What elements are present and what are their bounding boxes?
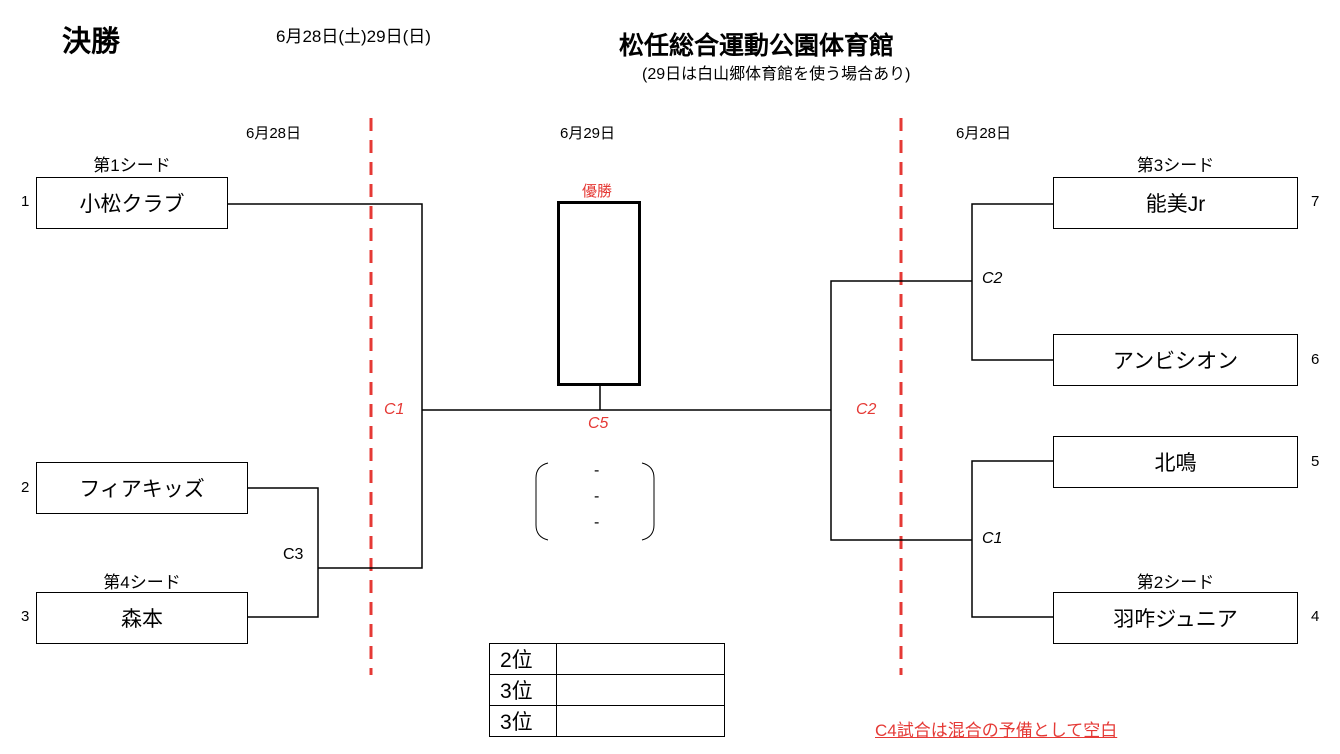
team-box-hokumei: 北鳴 — [1053, 436, 1298, 488]
champion-box — [557, 201, 641, 386]
line-team2 — [248, 487, 319, 618]
team-number: 2 — [21, 479, 30, 496]
ranking-label: 3位 — [489, 705, 557, 737]
line-team5-4 — [971, 460, 1053, 618]
match-label-c1-left: C1 — [384, 401, 405, 418]
seed-label-team4: 第2シード — [1136, 573, 1215, 592]
ranking-label: 2位 — [489, 643, 557, 675]
line-c3-winner — [318, 410, 423, 569]
ranking-row: 3位 — [489, 705, 725, 737]
team-name: アンビシオン — [1112, 350, 1239, 373]
score-mark: - — [594, 488, 600, 505]
venue-name: 松任総合運動公園体育館 — [619, 32, 895, 60]
team-number: 7 — [1311, 193, 1320, 210]
final-court-label: C5 — [588, 415, 609, 432]
match-label-c2: C2 — [982, 270, 1003, 287]
line-right-final — [830, 280, 972, 410]
score-paren-left — [535, 462, 549, 541]
team-box-komatsu: 小松クラブ — [36, 177, 228, 229]
ranking-label: 3位 — [489, 674, 557, 706]
team-name: 小松クラブ — [79, 193, 185, 216]
right-date: 6月28日 — [956, 125, 1012, 142]
match-label-c2-final: C2 — [856, 401, 877, 418]
seed-label-team3: 第4シード — [103, 573, 181, 592]
team-name: フィアキッズ — [79, 478, 205, 501]
line-team7-6 — [971, 203, 1053, 361]
team-box-fiakids: フィアキッズ — [36, 462, 248, 514]
team-number: 6 — [1311, 351, 1320, 368]
team-name: 森本 — [121, 608, 163, 631]
left-date: 6月28日 — [246, 125, 302, 142]
score-paren-right — [641, 462, 655, 541]
team-box-nomi: 能美Jr — [1053, 177, 1298, 229]
team-box-morimoto: 森本 — [36, 592, 248, 644]
page-title: 決勝 — [62, 26, 121, 58]
champion-label: 優勝 — [582, 183, 613, 200]
ranking-value — [556, 674, 725, 706]
team-box-ambition: アンビシオン — [1053, 334, 1298, 386]
ranking-row: 3位 — [489, 674, 725, 706]
team-box-hakui: 羽咋ジュニア — [1053, 592, 1298, 644]
venue-note: (29日は白山郷体育館を使う場合あり) — [642, 66, 911, 83]
c4-note: C4試合は混合の予備として空白 — [875, 721, 1118, 740]
team-number: 5 — [1311, 453, 1320, 470]
team-number: 3 — [21, 608, 30, 625]
team-name: 北鳴 — [1154, 452, 1197, 475]
event-dates: 6月28日(土)29日(日) — [276, 27, 431, 46]
line-team1 — [228, 203, 423, 410]
team-name: 羽咋ジュニア — [1113, 608, 1238, 631]
match-label-c1-right: C1 — [982, 530, 1003, 547]
seed-label-team1: 第1シード — [93, 156, 171, 175]
ranking-table: 2位 3位 3位 — [489, 643, 725, 737]
team-name: 能美Jr — [1145, 193, 1206, 216]
line-right-final-b — [830, 410, 972, 541]
ranking-value — [556, 643, 725, 675]
ranking-value — [556, 705, 725, 737]
seed-label-team7: 第3シード — [1136, 156, 1215, 175]
center-date: 6月29日 — [560, 125, 616, 142]
team-number: 1 — [21, 193, 30, 210]
score-mark: - — [594, 514, 600, 531]
ranking-row: 2位 — [489, 643, 725, 675]
team-number: 4 — [1311, 608, 1320, 625]
match-label-c3: C3 — [283, 546, 304, 563]
score-mark: - — [594, 462, 600, 479]
